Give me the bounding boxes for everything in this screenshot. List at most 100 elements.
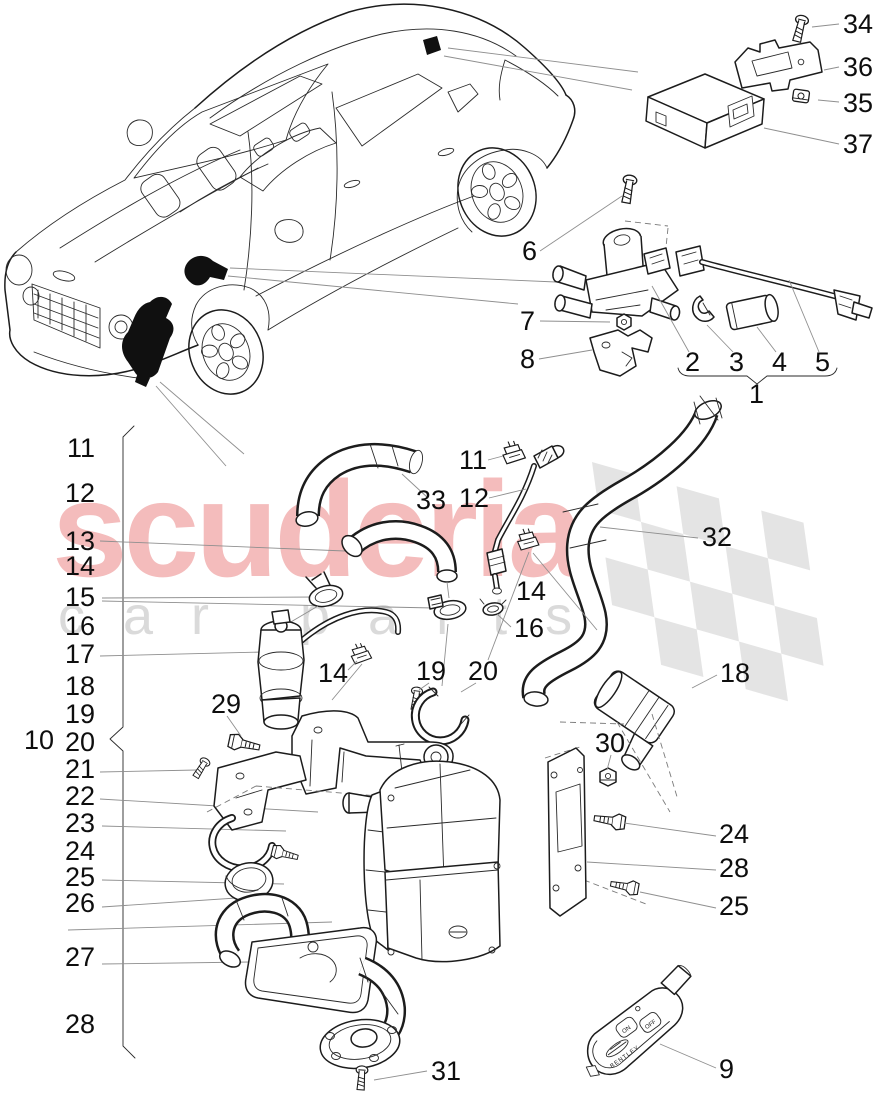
callout-25-right: 25	[719, 891, 749, 921]
remote-control-9: ON OFF BENTLEY	[585, 964, 692, 1077]
car-interior-seats	[140, 122, 337, 218]
metering-pump-18-shape	[593, 670, 675, 771]
bumper-heater-location	[122, 296, 174, 387]
mount-plate-28-shape	[547, 747, 587, 917]
checkered-flag-watermark	[592, 462, 824, 702]
bolt-24-left-shape	[270, 843, 300, 865]
hose-13-formed	[341, 520, 458, 583]
retaining-clip-3-shape	[692, 295, 715, 322]
locator-leader-lines	[155, 47, 639, 467]
hose-32-formed	[521, 395, 723, 707]
callout-30: 30	[595, 728, 625, 758]
callout-12-center: 12	[459, 483, 489, 513]
callout-14-center: 14	[516, 576, 546, 606]
group-1-brace	[677, 367, 838, 385]
callout-11-center: 11	[459, 445, 487, 475]
side-mirror-left	[126, 119, 153, 146]
callout-6: 6	[522, 236, 537, 266]
bolt-24-right-shape	[592, 810, 627, 832]
callout-left-19: 19	[65, 699, 95, 729]
callout-5: 5	[815, 347, 830, 377]
pump-leader-lines	[226, 660, 477, 737]
car-locator-illustration	[4, 3, 639, 467]
callout-18: 18	[720, 658, 750, 688]
callout-left-17: 17	[65, 639, 95, 669]
nut-30-shape	[599, 767, 617, 787]
callout-24-right: 24	[719, 819, 749, 849]
callout-10: 10	[24, 725, 54, 755]
headlights	[5, 254, 145, 379]
callout-31: 31	[431, 1056, 461, 1086]
callout-4: 4	[772, 347, 787, 377]
callout-8: 8	[520, 344, 535, 374]
callout-left-24: 24	[65, 836, 95, 866]
left-index-column: 10 11 12 13 14 15 16 17 18 19 20 21 22 2…	[24, 425, 435, 1059]
nut-7-shape	[616, 313, 632, 331]
fob-on-button-label: ON	[621, 1025, 632, 1035]
callout-left-15: 15	[65, 582, 95, 612]
module-leader-lines	[763, 23, 840, 145]
callout-left-21: 21	[65, 754, 95, 784]
callout-29: 29	[211, 689, 241, 719]
bolt-6-shape	[618, 173, 639, 205]
bracket-8-shape	[589, 329, 653, 377]
callout-33: 33	[416, 485, 446, 515]
center-leader-lines	[283, 455, 699, 687]
callout-28-right: 28	[719, 853, 749, 883]
callout-left-28: 28	[65, 1009, 95, 1039]
front-wheel	[188, 309, 264, 395]
callout-20: 20	[468, 656, 498, 686]
callout-left-13: 13	[65, 526, 95, 556]
callout-left-23: 23	[65, 808, 95, 838]
side-mirror-right	[274, 219, 304, 243]
callout-16-center: 16	[514, 613, 544, 643]
control-module-37-shape	[645, 73, 765, 149]
pipe-12-with-sensor	[486, 444, 565, 595]
callout-left-26: 26	[65, 888, 95, 918]
front-grille	[31, 270, 101, 349]
filter-4-shape	[725, 293, 779, 331]
sensor-cable-5-shape	[675, 245, 873, 321]
leader-9	[659, 1043, 717, 1069]
control-module-group: 34 36 35 37	[645, 9, 873, 159]
auxiliary-heater-unit	[342, 743, 501, 963]
clamp-16-shape	[479, 598, 507, 616]
callout-3: 3	[729, 347, 744, 377]
callout-32: 32	[702, 522, 732, 552]
screw-25-right-shape	[608, 876, 641, 897]
callout-7: 7	[520, 306, 535, 336]
screw-21-shape	[190, 755, 212, 781]
callout-left-20: 20	[65, 727, 95, 757]
callout-left-18: 18	[65, 671, 95, 701]
clamp-bracket-20-shape	[410, 686, 470, 746]
screw-31-shape	[354, 1064, 369, 1091]
exhaust-group	[214, 892, 407, 1070]
callout-34: 34	[843, 9, 873, 39]
nut-35-shape	[791, 88, 811, 104]
changeover-valve-group: 6 7 8 2 3 4 5 1	[520, 173, 873, 409]
rear-wheel	[457, 147, 537, 237]
screw-34-shape	[789, 13, 811, 44]
bolt-29-shape	[226, 732, 262, 756]
group-10-bracket	[109, 425, 136, 1059]
mounting-brackets	[206, 710, 454, 831]
module-bracket-36-shape	[734, 39, 823, 92]
callout-left-16: 16	[65, 611, 95, 641]
valve-leader-lines	[538, 195, 820, 360]
callout-left-27: 27	[65, 942, 95, 972]
callout-19: 19	[416, 656, 446, 686]
callout-left-25: 25	[65, 862, 95, 892]
callout-37: 37	[843, 129, 873, 159]
callout-1: 1	[749, 379, 764, 409]
clamp-15a-shape	[305, 571, 344, 608]
callout-left-11: 11	[67, 433, 95, 463]
callout-14-pump: 14	[318, 658, 348, 688]
callout-left-12: 12	[65, 478, 95, 508]
callout-36: 36	[843, 52, 873, 82]
cowl-valve-location	[184, 255, 228, 286]
callout-35: 35	[843, 88, 873, 118]
roof-antenna-location	[423, 36, 441, 55]
clamp-15b-shape	[427, 594, 467, 621]
callout-left-22: 22	[65, 781, 95, 811]
